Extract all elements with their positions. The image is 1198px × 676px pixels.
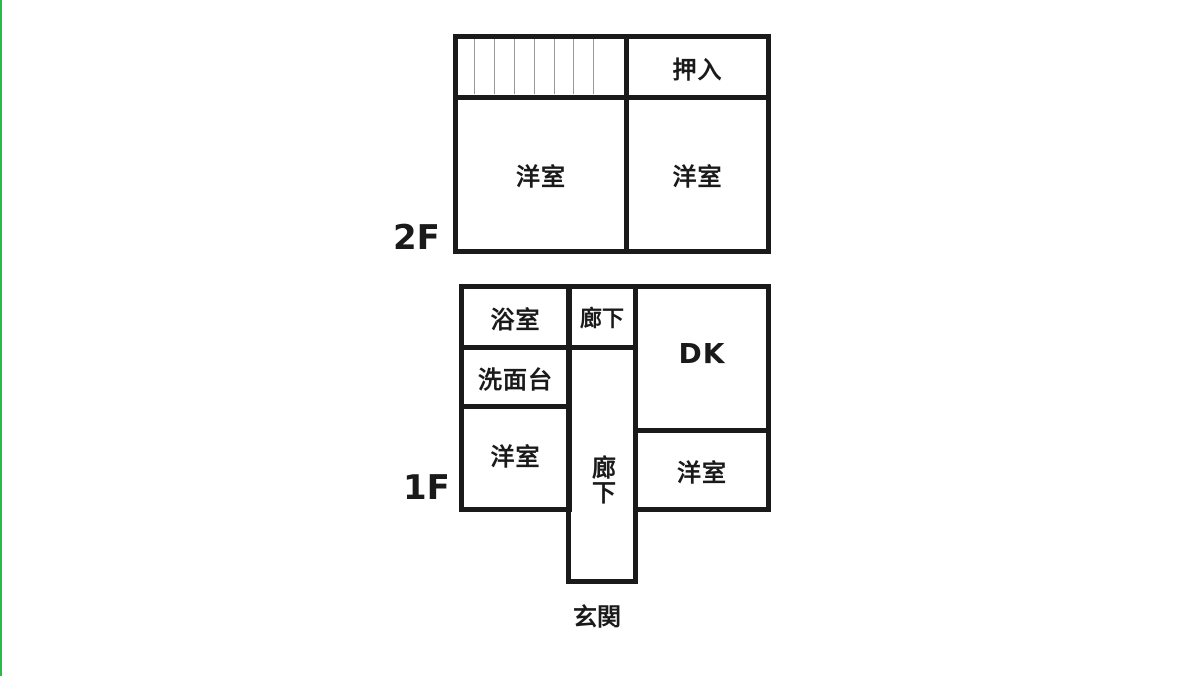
room-dk: DK bbox=[633, 284, 771, 433]
room-closet: 押入 bbox=[624, 34, 771, 100]
room-label: DK bbox=[678, 337, 726, 370]
room-washroom: 洗面台 bbox=[459, 345, 572, 409]
room-label: 洋室 bbox=[490, 442, 541, 471]
room-western-1f-right: 洋室 bbox=[633, 428, 771, 512]
room-western-2f-left: 洋室 bbox=[453, 95, 629, 254]
room-western-2f-right: 洋室 bbox=[624, 95, 771, 254]
room-label: 浴室 bbox=[490, 305, 541, 334]
room-label: 洋室 bbox=[677, 458, 727, 487]
room-western-1f-left: 洋室 bbox=[459, 404, 572, 512]
room-bath: 浴室 bbox=[459, 284, 572, 350]
stairs bbox=[453, 34, 629, 100]
room-label: 廊下 bbox=[579, 307, 624, 332]
left-edge-line bbox=[0, 0, 2, 676]
room-label: 洗面台 bbox=[478, 365, 553, 394]
room-label: 洋室 bbox=[672, 163, 723, 191]
room-hall-long: 廊下 bbox=[566, 345, 638, 584]
floor-label-1f: 1F bbox=[403, 468, 450, 508]
room-hall-small: 廊下 bbox=[566, 284, 638, 350]
room-label: 廊下 bbox=[587, 454, 616, 505]
entrance-label: 玄関 bbox=[573, 603, 621, 631]
floor-label-2f: 2F bbox=[393, 218, 440, 258]
closet-label: 押入 bbox=[672, 55, 723, 84]
room-label: 洋室 bbox=[516, 163, 566, 191]
